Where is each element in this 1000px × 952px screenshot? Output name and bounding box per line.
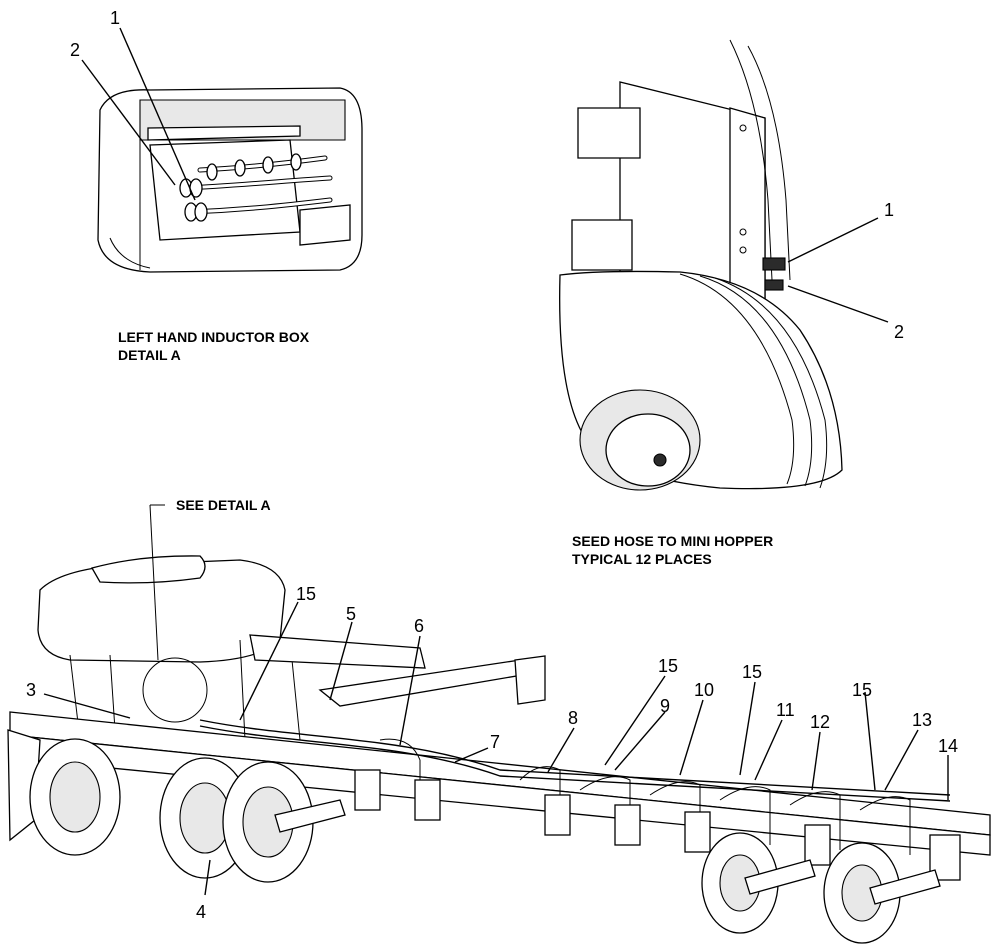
detail-a-caption-line1: LEFT HAND INDUCTOR BOX: [118, 329, 310, 345]
detail-a-callout-1: 1: [110, 8, 120, 28]
planter-assembly: [7, 555, 991, 944]
main-callout-15d: 15: [852, 680, 872, 700]
detail-a-caption-line2: DETAIL A: [118, 347, 181, 363]
detail-a-callout-2: 2: [70, 40, 80, 60]
main-callout-7: 7: [490, 732, 500, 752]
hopper-callout-2: 2: [894, 322, 904, 342]
inductor-box-detail: [97, 87, 363, 273]
main-callout-11: 11: [776, 700, 795, 720]
main-callout-13: 13: [912, 710, 932, 730]
hopper-callout-1: 1: [884, 200, 894, 220]
mini-hopper-detail: [559, 39, 843, 491]
hopper-caption-line2: TYPICAL 12 PLACES: [572, 551, 712, 567]
see-detail-a-label: SEE DETAIL A: [176, 497, 271, 513]
main-callout-15a: 15: [296, 584, 316, 604]
main-callout-12: 12: [810, 712, 830, 732]
main-callout-6: 6: [414, 616, 424, 636]
main-callout-15c: 15: [742, 662, 762, 682]
main-callout-14: 14: [938, 736, 958, 756]
main-callout-4: 4: [196, 902, 206, 922]
main-callout-15b: 15: [658, 656, 678, 676]
main-callout-9: 9: [660, 696, 670, 716]
main-callout-10: 10: [694, 680, 714, 700]
main-callout-3: 3: [26, 680, 36, 700]
main-callout-8: 8: [568, 708, 578, 728]
hopper-caption-line1: SEED HOSE TO MINI HOPPER: [572, 533, 773, 549]
main-callout-5: 5: [346, 604, 356, 624]
